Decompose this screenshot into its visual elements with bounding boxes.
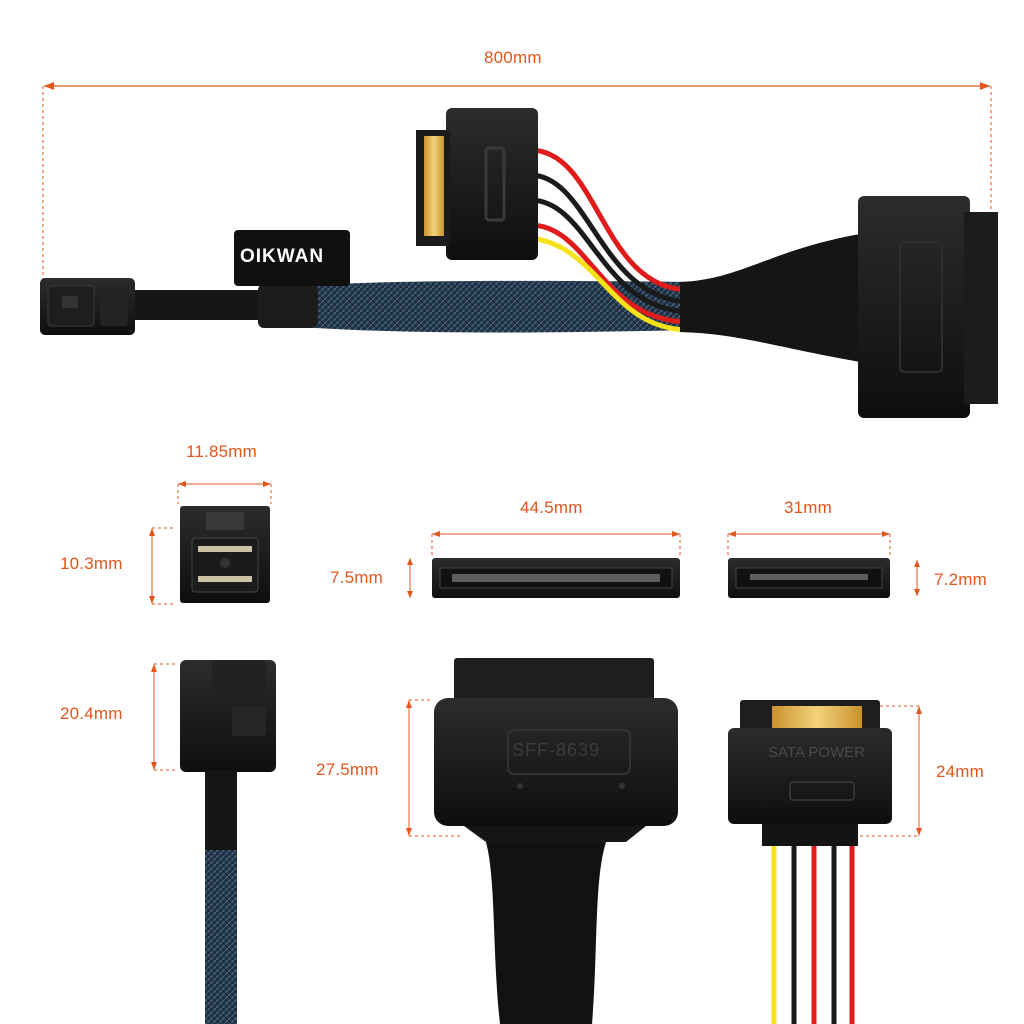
sff-connector-engraving: SFF-8639: [512, 740, 601, 760]
sata-face-width-label: 31mm: [784, 498, 833, 517]
mini-sas-side-view: [180, 660, 276, 1024]
sff-length-label: 27.5mm: [316, 760, 379, 779]
sata-power-face: [728, 558, 890, 598]
sata-power-face-dimensions: [727, 531, 920, 596]
sata-connector-engraving: SATA POWER: [768, 744, 865, 761]
cable-length-label: 800mm: [484, 48, 542, 67]
sff-8639-side-view: [434, 658, 678, 1024]
sff-8639-connector-top: [858, 196, 998, 418]
sata-face-height-label: 7.2mm: [934, 570, 987, 589]
sata-power-plug-top: [416, 108, 538, 260]
mini-sas-width-label: 11.85mm: [186, 442, 258, 461]
sff-8639-face: [432, 558, 680, 598]
braided-sleeve: [268, 280, 690, 333]
brand-tag: [234, 230, 350, 286]
cable-clip: [258, 284, 318, 328]
mini-sas-connector: [40, 278, 135, 335]
mini-sas-length-label: 20.4mm: [60, 704, 123, 723]
cable-assembly: [40, 108, 998, 418]
power-wires: [527, 147, 693, 333]
sata-power-side-view: [728, 700, 892, 1024]
sff-face-width-label: 44.5mm: [520, 498, 583, 517]
mini-sas-face: [180, 506, 270, 603]
mini-sas-height-label: 10.3mm: [60, 554, 123, 573]
mini-sas-length-dimension: [151, 663, 178, 771]
flat-ribbon-cable: [680, 234, 860, 362]
black-cable-jacket: [135, 290, 270, 320]
mini-sas-face-dimensions: [149, 481, 272, 605]
sata-length-label: 24mm: [936, 762, 985, 781]
sff-face-height-label: 7.5mm: [330, 568, 383, 587]
brand-logo: OIKWAN: [240, 246, 325, 267]
sff-8639-face-dimensions: [407, 531, 681, 598]
length-dimension-line: [42, 82, 992, 282]
sata-power-length-dimension: [860, 705, 922, 837]
sff-8639-length-dimension: [406, 699, 462, 837]
